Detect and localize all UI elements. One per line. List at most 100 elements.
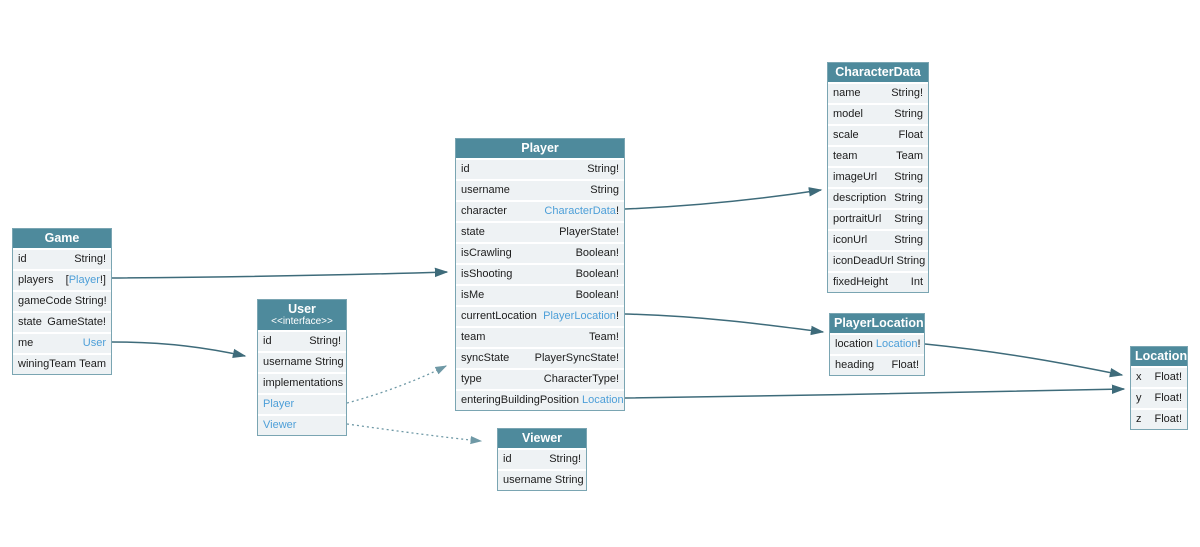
implementation-link[interactable]: Viewer	[263, 419, 297, 431]
field-type: Team!	[589, 331, 619, 343]
type-prefix: [	[65, 274, 69, 286]
edge-game-me	[111, 341, 247, 359]
field-type: CharacterType!	[543, 373, 619, 385]
field-name: team	[461, 331, 486, 343]
field-name: iconUrl	[833, 234, 868, 246]
table-header-user[interactable]: User<<interface>>	[258, 300, 346, 330]
field-name: isCrawling	[461, 247, 512, 259]
table-header-playerlocation[interactable]: PlayerLocation	[830, 314, 924, 333]
field-name: enteringBuildingPosition	[461, 394, 580, 406]
field-type: Boolean!	[575, 268, 619, 280]
field-type[interactable]: [Player!]	[66, 271, 106, 290]
type-suffix: !	[917, 338, 921, 350]
field-type: Boolean!	[575, 289, 619, 301]
field-row-description: description String	[828, 187, 928, 208]
field-type: String!	[74, 295, 107, 307]
field-name: winingTeam	[18, 358, 77, 370]
field-name: iconDeadUrl	[833, 255, 894, 267]
field-name: username	[263, 356, 312, 368]
type-link[interactable]: CharacterData	[544, 205, 616, 217]
field-type[interactable]: User	[83, 334, 106, 353]
field-name: isMe	[461, 289, 485, 301]
type-suffix: !]	[99, 274, 106, 286]
field-type: String!	[587, 163, 619, 175]
field-name: me	[18, 337, 34, 349]
field-row-Player[interactable]: Player	[258, 393, 346, 414]
edge-playerlocation-location	[924, 343, 1124, 378]
table-header-location[interactable]: Location	[1131, 347, 1187, 366]
field-type: Team	[896, 150, 923, 162]
field-type: String	[894, 234, 923, 246]
field-type: PlayerSyncState!	[534, 352, 619, 364]
field-type: Float!	[891, 359, 919, 371]
implementation-link[interactable]: Player	[263, 398, 295, 410]
field-row-heading: heading Float!	[830, 354, 924, 375]
table-header-characterdata[interactable]: CharacterData	[828, 63, 928, 82]
field-row-implementations: implementations	[258, 372, 346, 393]
field-row-Viewer[interactable]: Viewer	[258, 414, 346, 435]
field-type: String	[894, 213, 923, 225]
field-type: String!	[74, 253, 106, 265]
field-name: implementations	[263, 377, 344, 389]
type-link[interactable]: Player	[68, 274, 100, 286]
table-title: Viewer	[521, 431, 563, 445]
field-type: Float!	[1154, 371, 1182, 383]
field-row-iconUrl: iconUrl String	[828, 229, 928, 250]
field-type[interactable]: CharacterData!	[544, 202, 619, 221]
table-title: PlayerLocation	[834, 316, 924, 330]
field-name: gameCode	[18, 295, 72, 307]
field-type: Float!	[1154, 413, 1182, 425]
field-name: state	[461, 226, 485, 238]
field-type: String	[894, 192, 923, 204]
type-link[interactable]: PlayerLocation	[543, 310, 616, 322]
type-suffix: !	[615, 205, 619, 217]
field-name: scale	[833, 129, 859, 141]
edge-player-currentlocation	[624, 313, 825, 336]
edge-player-enteringbuildingposition	[624, 384, 1126, 399]
field-type[interactable]: Location	[582, 391, 624, 410]
field-name: description	[833, 192, 887, 204]
type-link[interactable]: Location	[875, 338, 918, 350]
type-link[interactable]: Location	[582, 394, 624, 406]
edge-player-character	[624, 187, 823, 210]
table-header-viewer[interactable]: Viewer	[498, 429, 586, 448]
field-row-id: id String!	[456, 158, 624, 179]
type-link[interactable]: User	[82, 337, 106, 349]
table-title: CharacterData	[835, 65, 921, 79]
table-header-player[interactable]: Player	[456, 139, 624, 158]
field-type[interactable]: PlayerLocation!	[543, 307, 619, 326]
field-name: model	[833, 108, 863, 120]
field-type: String	[590, 184, 619, 196]
field-name: heading	[835, 359, 875, 371]
field-type[interactable]: Location!	[876, 335, 921, 354]
edge-user-impl-player	[346, 365, 448, 404]
field-name: team	[833, 150, 858, 162]
field-type: String	[314, 356, 344, 368]
field-name: id	[461, 163, 470, 175]
field-name: currentLocation	[461, 310, 537, 322]
field-row-currentLocation: currentLocation PlayerLocation!	[456, 305, 624, 326]
field-type: String!	[891, 87, 923, 99]
table-header-game[interactable]: Game	[13, 229, 111, 248]
